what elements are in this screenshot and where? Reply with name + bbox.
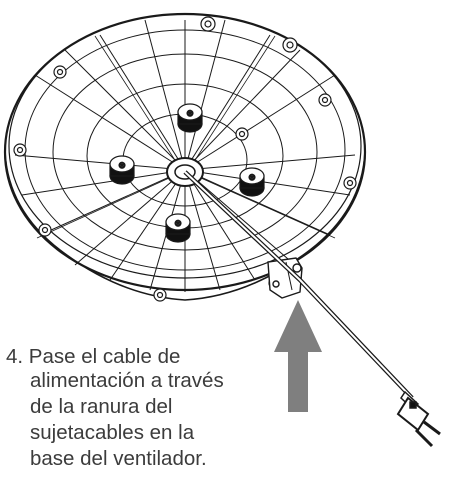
instruction-line-4: sujetacables en la bbox=[30, 421, 195, 444]
fan-base bbox=[3, 12, 367, 302]
instruction-line-5: base del ventilador. bbox=[30, 447, 207, 470]
svg-text:⊗: ⊗ bbox=[118, 161, 126, 171]
direction-arrow bbox=[274, 300, 322, 412]
svg-text:⊗: ⊗ bbox=[248, 173, 256, 183]
foot-bottom: ⊗ bbox=[165, 213, 191, 243]
feet: ⊗ ⊗ ⊗ ⊗ bbox=[109, 103, 265, 243]
foot-right: ⊗ bbox=[239, 167, 265, 197]
cord-holder-slot bbox=[267, 257, 303, 299]
plug bbox=[396, 390, 441, 448]
foot-left: ⊗ bbox=[109, 155, 135, 185]
instruction-line-1: 4. Pase el cable de bbox=[6, 345, 181, 368]
instruction-line-2: alimentación a través bbox=[30, 369, 224, 392]
power-cord bbox=[183, 170, 414, 400]
instruction-line-3: de la ranura del bbox=[30, 395, 173, 418]
svg-text:⊗: ⊗ bbox=[186, 109, 194, 119]
foot-top: ⊗ bbox=[177, 103, 203, 133]
svg-text:⊗: ⊗ bbox=[174, 219, 182, 229]
